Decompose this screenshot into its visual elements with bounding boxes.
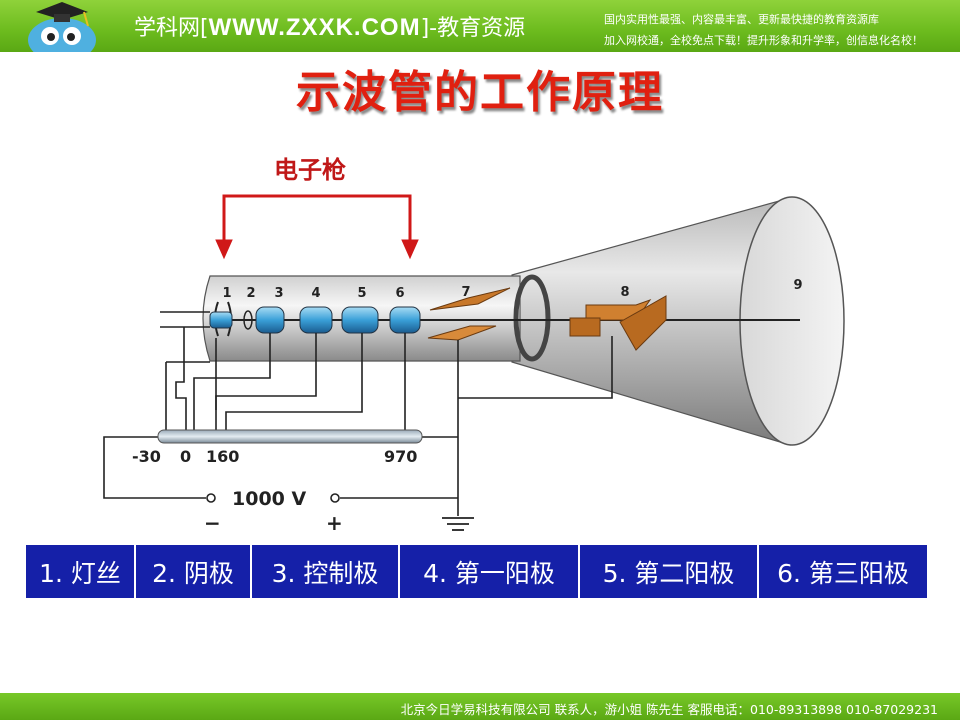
part-number-3: 3	[274, 286, 283, 301]
supply-voltage-label: 1000 V	[232, 488, 306, 510]
part-number-5: 5	[357, 286, 366, 301]
legend-item-filament: 1. 灯丝	[26, 545, 136, 598]
voltage-label-neg30: -30	[132, 447, 161, 466]
footer-bar: 北京今日学易科技有限公司 联系人，游小姐 陈先生 客服电话：010-893138…	[0, 693, 960, 720]
slogan-line-2: 加入网校通，全校免点下载！提升形象和升学率，创信息化名校！	[604, 34, 923, 47]
control-grid-disk	[243, 310, 253, 330]
site-suffix: ]-教育资源	[420, 16, 526, 41]
legend-item-cathode: 2. 阴极	[136, 545, 252, 598]
owl-mascot-logo	[28, 2, 96, 52]
legend-bar: 1. 灯丝 2. 阴极 3. 控制极 4. 第一阳极 5. 第二阳极 6. 第三…	[26, 545, 927, 598]
electrode-5	[341, 306, 379, 334]
slogan-line-1: 国内实用性最强、内容最丰富、更新最快捷的教育资源库	[604, 13, 879, 26]
site-domain: WWW.ZXXK.COM	[208, 14, 421, 41]
filament-leads	[160, 311, 210, 328]
electrode-6	[389, 306, 421, 334]
horizontal-deflection-plates	[569, 295, 667, 351]
positive-terminal	[330, 493, 340, 503]
voltage-label-970: 970	[384, 447, 417, 466]
electron-gun-indicator	[215, 194, 419, 260]
electrode-4	[299, 306, 333, 334]
voltage-divider-bar	[157, 429, 423, 444]
electron-gun-label: 电子枪	[274, 156, 346, 184]
part-number-1: 1	[222, 286, 231, 301]
tube-ring	[513, 274, 551, 362]
part-number-7: 7	[461, 285, 470, 300]
ground-icon	[442, 517, 474, 531]
minus-sign: −	[204, 511, 221, 535]
legend-item-control-grid: 3. 控制极	[252, 545, 400, 598]
site-name[interactable]: 学科网[WWW.ZXXK.COM]-教育资源	[134, 10, 525, 42]
legend-item-second-anode: 5. 第二阳极	[580, 545, 759, 598]
voltage-label-160: 160	[206, 447, 239, 466]
footer-contact: 北京今日学易科技有限公司 联系人，游小姐 陈先生 客服电话：010-893138…	[400, 702, 938, 717]
part-number-2: 2	[246, 286, 255, 301]
electrode-3	[255, 306, 285, 334]
top-banner: 学科网[WWW.ZXXK.COM]-教育资源 国内实用性最强、内容最丰富、更新最…	[0, 0, 960, 52]
part-number-9: 9	[793, 278, 802, 293]
slide-title: 示波管的工作原理	[296, 67, 664, 118]
site-prefix: 学科网[	[134, 16, 209, 41]
plus-sign: +	[326, 511, 343, 535]
part-number-8: 8	[620, 285, 629, 300]
part-number-6: 6	[395, 286, 404, 301]
vertical-deflection-plates	[427, 287, 511, 341]
negative-terminal	[206, 493, 216, 503]
part-number-4: 4	[311, 286, 320, 301]
legend-item-first-anode: 4. 第一阳极	[400, 545, 580, 598]
oscilloscope-tube-diagram: 电子枪 1 2 3 4 5 6 7 8 9	[103, 156, 845, 535]
circuit-wiring	[103, 327, 613, 516]
voltage-label-0: 0	[180, 447, 191, 466]
legend-item-third-anode: 6. 第三阳极	[759, 545, 927, 598]
cathode-electrode	[209, 311, 233, 329]
